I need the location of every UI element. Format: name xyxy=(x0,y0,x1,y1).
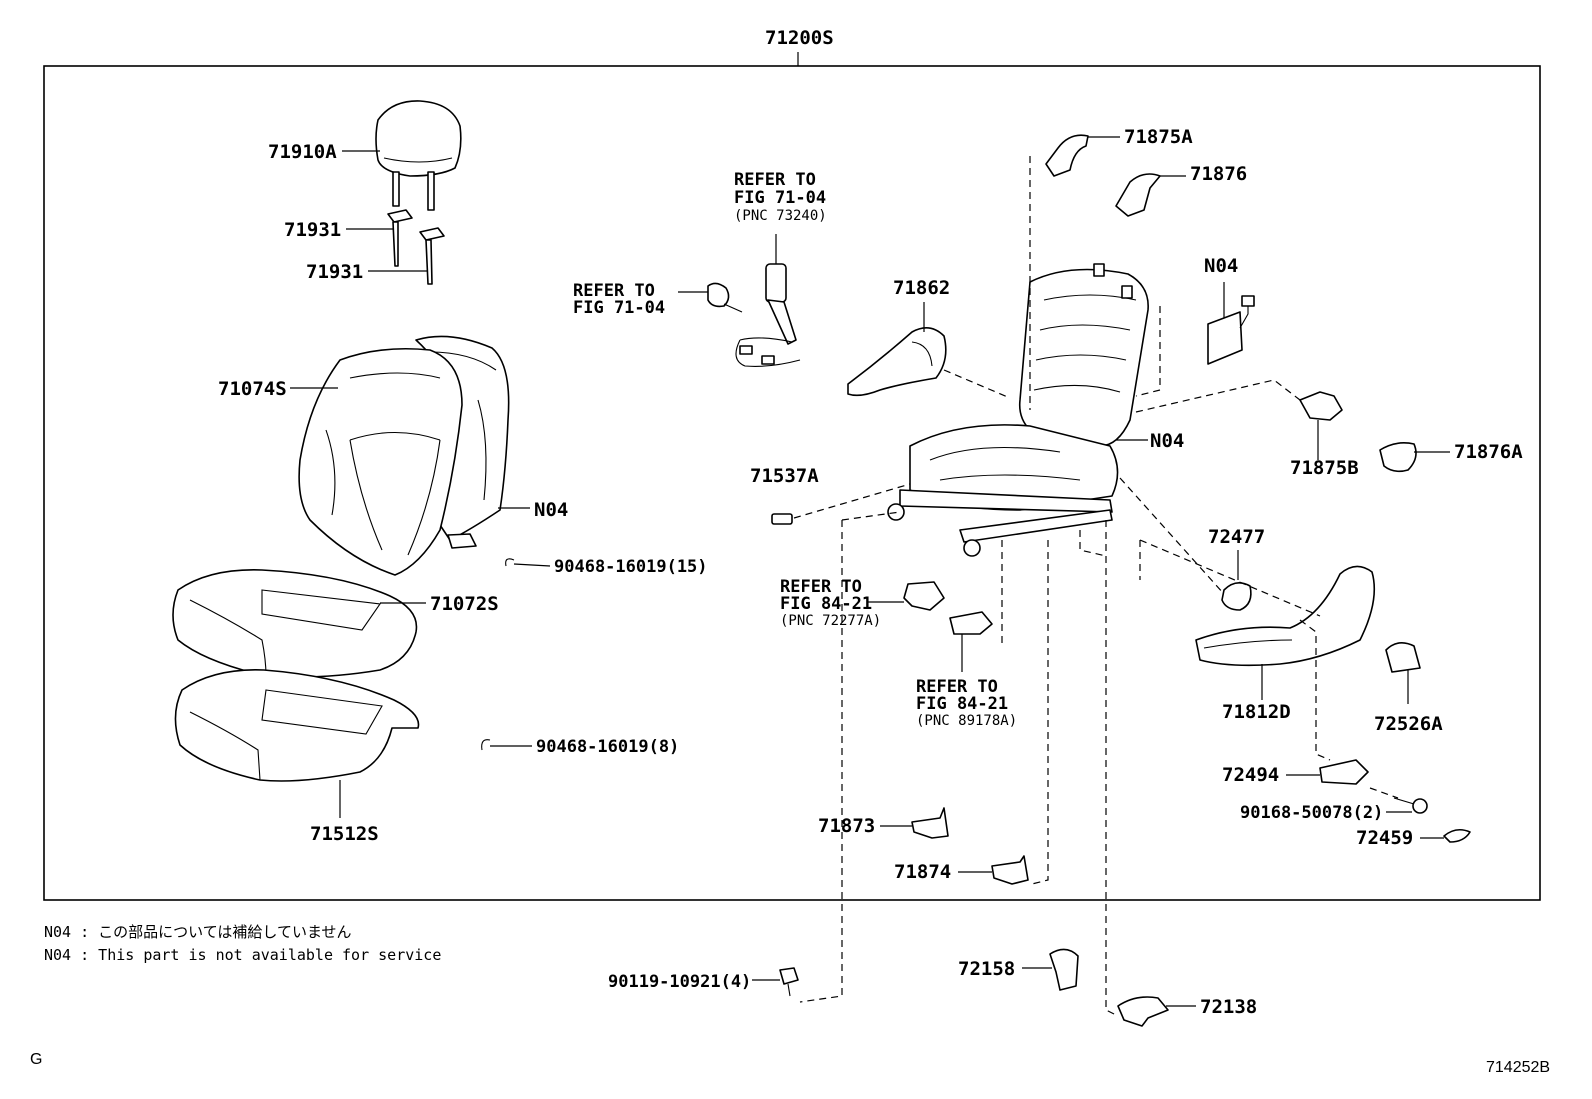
part-label-72459[interactable]: 72459 xyxy=(1356,827,1413,849)
assembly-frame xyxy=(43,65,1541,901)
seat-cushion-pad-drawing xyxy=(174,669,420,782)
part-label-n04-pad[interactable]: N04 xyxy=(534,499,568,521)
refer-pnc-89178a: (PNC 89178A) xyxy=(916,713,1017,729)
knob-drawing xyxy=(1385,642,1421,673)
part-label-n04-sensor[interactable]: N04 xyxy=(1204,255,1238,277)
seat-belt-buckle-drawing xyxy=(735,234,801,367)
refer-to-fig-71-04-b[interactable]: FIG 71-04 xyxy=(573,298,665,318)
refer-pnc-73240: (PNC 73240) xyxy=(734,208,827,224)
note-en: N04 : This part is not available for ser… xyxy=(44,946,441,964)
part-label-71876a[interactable]: 71876A xyxy=(1454,441,1523,463)
part-label-72526a[interactable]: 72526A xyxy=(1374,713,1443,735)
cap-drawing xyxy=(1443,828,1471,843)
part-label-90119-10921-4[interactable]: 90119-10921(4) xyxy=(608,972,751,992)
headrest-guide-drawing xyxy=(387,209,445,285)
bracket-drawing xyxy=(1115,173,1161,217)
part-label-71875a[interactable]: 71875A xyxy=(1124,126,1193,148)
seat-shield-drawing xyxy=(847,327,947,397)
part-label-71862[interactable]: 71862 xyxy=(893,277,950,299)
knob-drawing xyxy=(1221,582,1252,611)
seat-back-drawing xyxy=(298,335,510,576)
cover-drawing xyxy=(1117,996,1169,1027)
refer-to-fig-84-21-b[interactable]: FIG 84-21 xyxy=(916,694,1008,714)
side-shield-drawing xyxy=(1195,565,1376,667)
part-label-71910a[interactable]: 71910A xyxy=(268,141,337,163)
part-label-n04-frame[interactable]: N04 xyxy=(1150,430,1184,452)
cover-drawing xyxy=(911,807,949,839)
part-label-71874[interactable]: 71874 xyxy=(894,861,951,883)
cover-drawing xyxy=(1299,391,1343,421)
part-label-72494[interactable]: 72494 xyxy=(1222,764,1279,786)
refer-to-fig-84-21[interactable]: FIG 84-21 xyxy=(780,594,872,614)
part-label-71200s[interactable]: 71200S xyxy=(765,27,834,49)
refer-to-label: REFER TO xyxy=(573,281,655,301)
part-label-71873[interactable]: 71873 xyxy=(818,815,875,837)
part-label-72138[interactable]: 72138 xyxy=(1200,996,1257,1018)
part-label-71537a[interactable]: 71537A xyxy=(750,465,819,487)
refer-to-fig-71-04[interactable]: FIG 71-04 xyxy=(734,188,826,208)
part-label-71074s[interactable]: 71074S xyxy=(218,378,287,400)
refer-to-label: REFER TO xyxy=(916,677,998,697)
refer-pnc-72277a: (PNC 72277A) xyxy=(780,613,881,629)
lever-drawing xyxy=(1319,759,1369,785)
refer-to-label: REFER TO xyxy=(734,170,816,190)
part-label-71931-b[interactable]: 71931 xyxy=(306,261,363,283)
seat-cushion-cover-drawing xyxy=(172,569,418,678)
cover-drawing xyxy=(991,855,1029,885)
bracket-drawing xyxy=(1045,134,1089,177)
connector-drawing xyxy=(949,611,993,635)
cover-drawing xyxy=(1379,442,1417,473)
switch-drawing xyxy=(903,581,945,611)
note-jp: N04 : この部品については補給していません xyxy=(44,923,352,941)
part-label-72158[interactable]: 72158 xyxy=(958,958,1015,980)
clip-icon xyxy=(481,739,491,751)
part-label-90168-50078-2[interactable]: 90168-50078(2) xyxy=(1240,803,1383,823)
part-label-90468-16019-8[interactable]: 90468-16019(8) xyxy=(536,737,679,757)
screw-drawing xyxy=(1393,797,1428,814)
part-label-90468-16019-15[interactable]: 90468-16019(15) xyxy=(554,557,708,577)
cap-drawing xyxy=(771,513,793,525)
headrest-drawing xyxy=(375,100,462,211)
sensor-drawing xyxy=(1207,295,1255,365)
part-label-71876[interactable]: 71876 xyxy=(1190,163,1247,185)
part-label-71072s[interactable]: 71072S xyxy=(430,593,499,615)
corner-label-left: G xyxy=(30,1051,42,1068)
cover-drawing xyxy=(1049,948,1079,991)
part-label-71812d[interactable]: 71812D xyxy=(1222,701,1291,723)
part-label-71512s[interactable]: 71512S xyxy=(310,823,379,845)
part-label-71931-a[interactable]: 71931 xyxy=(284,219,341,241)
part-label-71875b[interactable]: 71875B xyxy=(1290,457,1359,479)
bolt-drawing xyxy=(779,967,799,997)
clip-icon xyxy=(505,558,515,567)
part-label-72477[interactable]: 72477 xyxy=(1208,526,1265,548)
seat-frame-drawing xyxy=(887,263,1149,557)
belt-sensor-drawing xyxy=(707,282,743,313)
figure-number: 714252B xyxy=(1486,1059,1550,1076)
